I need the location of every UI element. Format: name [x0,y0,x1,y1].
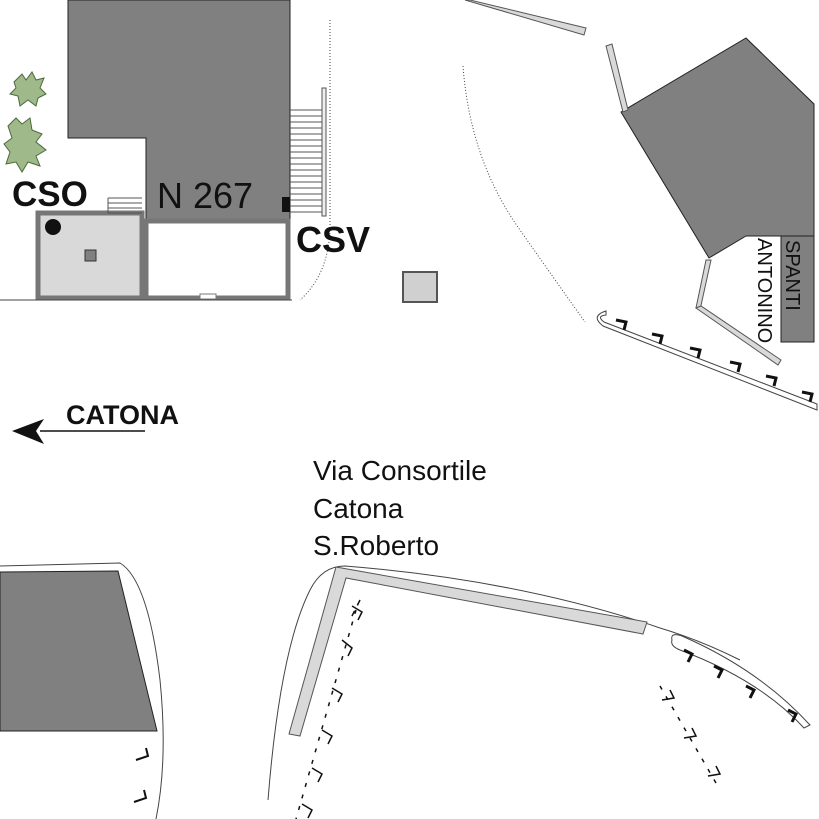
strip-right-diag [694,305,782,366]
top-strip [464,0,587,36]
road-edge-bottom-left [0,562,164,819]
courtyard-csv [143,218,291,301]
steps-cso [107,197,142,214]
label-street-line1: Via Consortile [313,455,487,486]
boundary-dotted-2 [462,65,586,323]
gate-gap [199,293,217,300]
curb-bottom-right [671,634,811,729]
label-csv: CSV [296,219,370,260]
sidewalk-bottom [288,566,648,737]
label-owner-line2: ANTONINO [753,238,775,343]
filled-circle-icon [45,219,61,235]
label-street-line2: Catona [313,493,404,524]
road-edge-bottom [267,565,741,801]
bollards-bottom-right [683,648,799,723]
small-box [402,271,438,303]
dashed-fence-bottom-middle [295,599,363,819]
bush-icon [3,71,47,173]
label-owner-line1: SPANTI [781,240,803,311]
label-cso: CSO [12,175,88,214]
bollards-right [615,318,814,403]
label-building-number: N 267 [157,175,253,216]
building-bottom-left [0,570,158,732]
building-spanti [620,37,815,343]
arrow-left-icon [12,419,145,444]
small-pillar [84,249,97,262]
sidewalk-right [596,310,818,411]
small-square-icon [282,197,290,212]
strip-right-mid [695,259,712,311]
label-street-line3: S.Roberto [313,530,439,561]
label-catona-direction: CATONA [66,400,179,430]
stairs-csv [290,87,327,217]
strip-right-top [605,43,629,113]
bollards-bottom-left [133,747,150,803]
boundary-dotted-1 [299,20,331,301]
dashed-fence-bottom-right [659,685,722,791]
